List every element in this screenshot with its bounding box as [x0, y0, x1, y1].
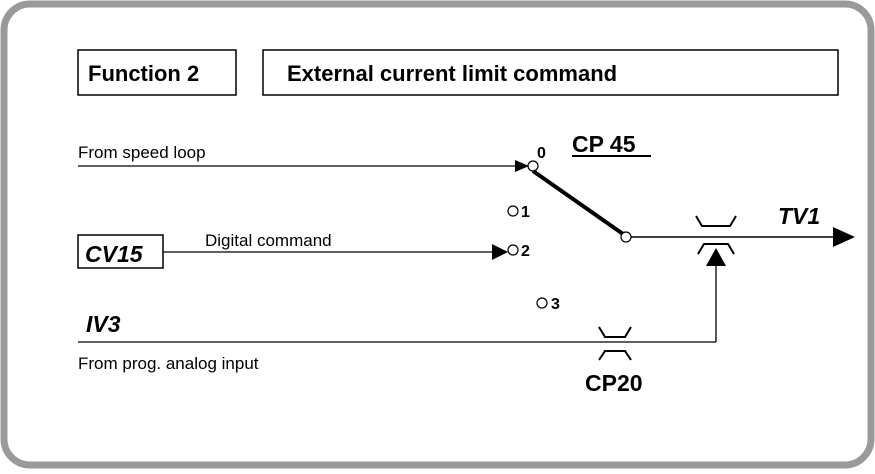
speed-loop-label: From speed loop — [78, 143, 206, 162]
limiter-symbol-upper — [695, 215, 737, 227]
cp20-symbol-lower — [598, 350, 632, 361]
selector-contact-2 — [507, 244, 519, 256]
limiter-parameter: CP20 — [585, 370, 643, 396]
analog-source: IV3 — [86, 311, 121, 337]
selector-contact-0 — [527, 160, 539, 172]
digital-command-arrowhead — [492, 244, 508, 260]
function-title: External current limit command — [287, 61, 617, 86]
digital-source: CV15 — [85, 241, 144, 267]
function-title-box — [262, 49, 839, 96]
selector-common-contact — [620, 231, 632, 243]
selector-switch-arm — [531, 169, 625, 236]
limiter-control-arrowhead — [706, 248, 726, 266]
function-label-box — [77, 49, 237, 96]
function-label: Function 2 — [88, 61, 199, 86]
limiter-symbol-lower — [697, 243, 735, 255]
selector-contact-1 — [507, 205, 519, 217]
speed-loop-arrowhead — [515, 160, 529, 172]
selector-position-0: 0 — [537, 145, 546, 162]
selector-parameter: CP 45 — [572, 131, 636, 157]
selector-position-1: 1 — [521, 204, 530, 221]
selector-position-2: 2 — [521, 243, 530, 260]
digital-command-label: Digital command — [205, 231, 332, 250]
selector-contact-3 — [536, 297, 548, 309]
output-arrowhead — [833, 227, 855, 247]
output-name: TV1 — [778, 203, 820, 229]
selector-position-3: 3 — [551, 296, 560, 313]
cp20-symbol-upper — [598, 326, 632, 338]
analog-input-label: From prog. analog input — [78, 354, 259, 373]
